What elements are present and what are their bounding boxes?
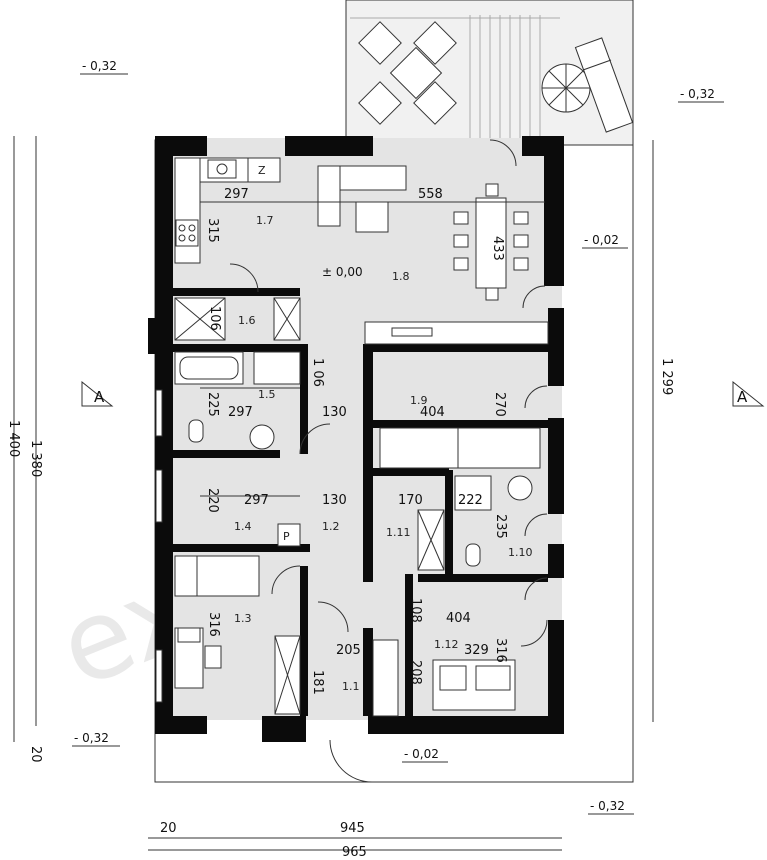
dimension-lines xyxy=(13,136,654,851)
level-right-mid: - 0,02 xyxy=(584,233,619,247)
dim-208: 208 xyxy=(408,660,423,685)
dim-220: 220 xyxy=(205,488,220,513)
dim-404-b: 404 xyxy=(446,611,471,626)
terrace-parasol xyxy=(541,63,591,113)
dim-205: 205 xyxy=(336,643,361,658)
room-1-10: 1.10 xyxy=(508,546,533,559)
dim-170: 170 xyxy=(398,493,423,508)
dim-108: 108 xyxy=(408,598,423,623)
laundry-units xyxy=(174,297,301,341)
dim-130-b: 130 xyxy=(322,493,347,508)
dim-left-outer: 1 400 xyxy=(6,420,21,457)
dim-left-inner: 1 380 xyxy=(28,440,43,477)
svg-text:A: A xyxy=(737,388,748,406)
bed-right-top xyxy=(379,427,541,469)
bath-right xyxy=(454,475,533,567)
terrace-dining-set xyxy=(358,21,457,125)
level-floor-zero: ± 0,00 xyxy=(322,265,363,279)
room-1-3: 1.3 xyxy=(234,612,252,625)
dim-left-small: 20 xyxy=(28,746,43,763)
terrace-paving xyxy=(350,15,560,140)
dim-558: 558 xyxy=(418,187,443,202)
bed-right-bottom xyxy=(432,659,516,711)
terrace-sunlounger xyxy=(574,37,634,133)
bathroom-fittings xyxy=(174,351,301,450)
bed-left xyxy=(174,555,260,597)
room-1-7: 1.7 xyxy=(256,214,274,227)
dim-inner-width: 945 xyxy=(340,821,365,836)
dim-316-left: 316 xyxy=(206,612,221,637)
dim-433: 433 xyxy=(490,236,505,261)
svg-text:A: A xyxy=(94,388,105,406)
room-1-1: 1.1 xyxy=(342,680,360,693)
level-bottom-center: - 0,02 xyxy=(404,747,439,761)
room-1-5: 1.5 xyxy=(258,388,276,401)
dim-222: 222 xyxy=(458,493,483,508)
dim-316-right: 316 xyxy=(493,638,508,663)
room-1-9: 1.9 xyxy=(410,394,428,407)
walls xyxy=(148,136,564,742)
section-marker-right: A xyxy=(732,380,765,407)
dim-106-b: 1 06 xyxy=(310,358,325,387)
wardrobe-left xyxy=(274,635,301,715)
wardrobe-1-11 xyxy=(417,509,445,571)
dim-181: 181 xyxy=(310,670,325,695)
wardrobe-hall xyxy=(364,321,549,345)
room-1-2: 1.2 xyxy=(322,520,340,533)
room-1-4: 1.4 xyxy=(234,520,252,533)
dim-235: 235 xyxy=(493,514,508,539)
dining-table xyxy=(453,183,529,301)
dim-297-low: 297 xyxy=(244,493,269,508)
dim-225: 225 xyxy=(205,392,220,417)
dim-106-a: 106 xyxy=(207,306,222,331)
boiler-symbol: P xyxy=(283,530,290,543)
dim-297-mid: 297 xyxy=(228,405,253,420)
kitchen-counter xyxy=(174,157,281,264)
dim-315-top: 315 xyxy=(205,218,220,243)
section-marker-left: A xyxy=(81,380,114,407)
dim-270: 270 xyxy=(492,392,507,417)
level-right-upper: - 0,32 xyxy=(680,87,715,101)
dim-overall-width: 965 xyxy=(342,845,367,860)
level-left-bottom: - 0,32 xyxy=(74,731,109,745)
dim-130-a: 130 xyxy=(322,405,347,420)
room-1-12: 1.12 xyxy=(434,638,459,651)
dim-right-outer: 1 299 xyxy=(659,358,674,395)
wardrobe-entrance xyxy=(372,639,399,717)
room-1-11: 1.11 xyxy=(386,526,411,539)
level-bottom-right: - 0,32 xyxy=(590,799,625,813)
fridge-symbol: Z xyxy=(258,164,266,177)
windows-left xyxy=(155,389,163,703)
desk-left xyxy=(174,627,222,689)
dim-404-a: 404 xyxy=(420,405,445,420)
room-1-6: 1.6 xyxy=(238,314,256,327)
room-1-8: 1.8 xyxy=(392,270,410,283)
dim-329: 329 xyxy=(464,643,489,658)
living-sofa xyxy=(317,165,407,233)
level-terrace-left: - 0,32 xyxy=(82,59,117,73)
boiler-box xyxy=(277,523,301,547)
dim-297-top: 297 xyxy=(224,187,249,202)
door-swings xyxy=(229,139,548,783)
dim-wall-offset: 20 xyxy=(160,821,177,836)
